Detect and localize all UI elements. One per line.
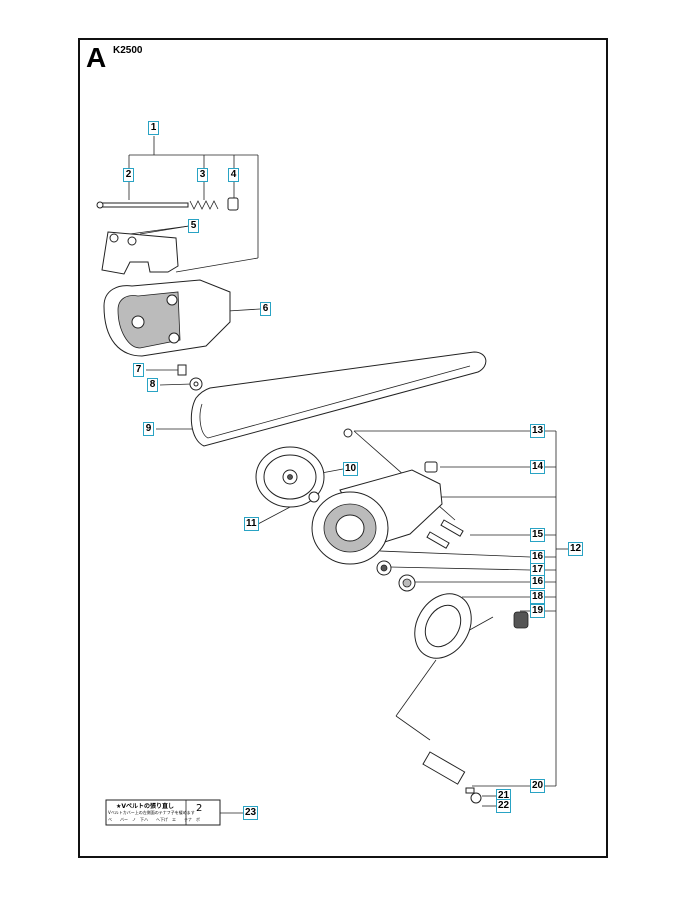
decal-glyph: 2	[196, 803, 203, 814]
callout-1: 1	[148, 121, 159, 135]
pulley	[255, 446, 325, 508]
decal-line-1: Vベルトカバー上の左側面のテナフ子を緩めます	[108, 810, 195, 815]
section-letter: A	[86, 42, 107, 73]
tensioner-assembly	[96, 197, 239, 275]
callout-3: 3	[197, 168, 208, 182]
callout-6: 6	[260, 302, 271, 316]
callout-18: 18	[530, 590, 546, 604]
diagram-frame	[78, 38, 608, 858]
callout-4: 4	[228, 168, 239, 182]
leader-lines	[114, 136, 568, 814]
decal-line-2: ベ バー ノ 下ハ ヘ下げ エ テナ ボ	[108, 817, 200, 822]
callout-20: 20	[530, 779, 546, 793]
callout-22: 22	[496, 799, 512, 813]
callout-16a: 16	[530, 550, 546, 564]
callout-8: 8	[147, 378, 158, 392]
callout-16b: 16	[530, 575, 546, 589]
bearings-and-ring	[376, 560, 529, 659]
callout-5: 5	[188, 219, 199, 233]
decal-title: ★Vベルトの張り直し	[116, 803, 175, 810]
callout-23: 23	[243, 806, 259, 820]
callout-7: 7	[133, 363, 144, 377]
screw-and-washer	[177, 364, 203, 391]
callout-9: 9	[143, 422, 154, 436]
callout-10: 10	[343, 462, 359, 476]
v-belt	[190, 351, 487, 447]
callout-19: 19	[530, 604, 546, 618]
warning-decal	[105, 799, 221, 826]
callout-2: 2	[123, 168, 134, 182]
model-label: K2500	[113, 45, 143, 56]
callout-13: 13	[530, 424, 546, 438]
callout-11: 11	[244, 517, 259, 531]
belt-guard	[103, 279, 231, 357]
arm-assembly	[311, 428, 464, 565]
callout-12: 12	[568, 542, 584, 556]
callout-14: 14	[530, 460, 546, 474]
callout-15: 15	[530, 528, 546, 542]
shaft-and-bolt	[422, 751, 482, 804]
